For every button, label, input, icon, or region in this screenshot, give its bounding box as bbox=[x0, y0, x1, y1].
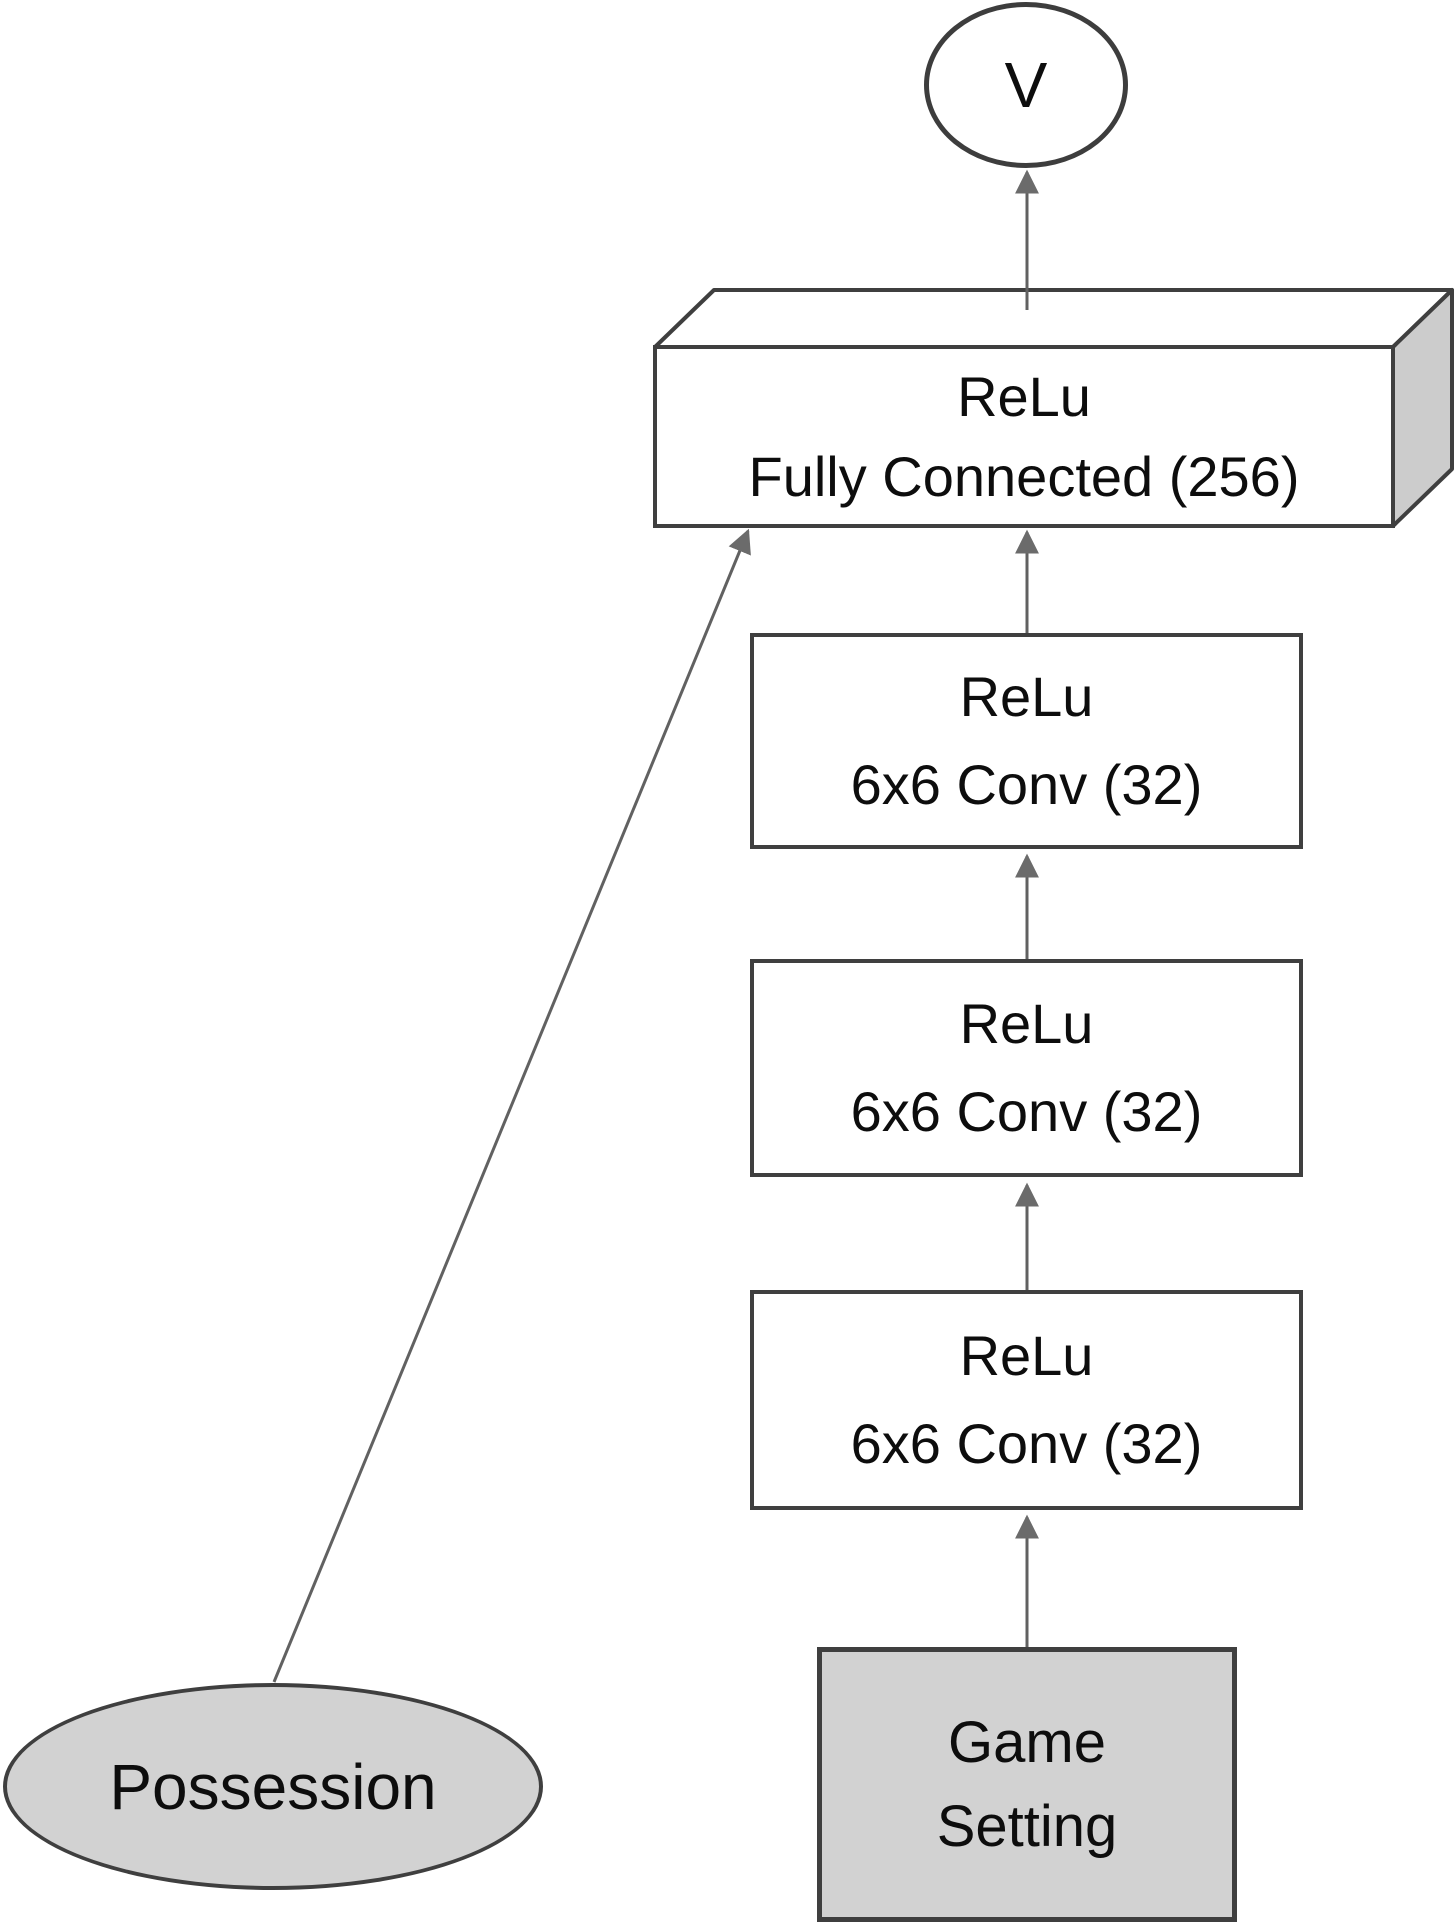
conv1-activation-label: ReLu bbox=[959, 665, 1094, 728]
conv1-layer-label: 6x6 Conv (32) bbox=[850, 753, 1203, 816]
game-setting-label-line1: Game bbox=[948, 1709, 1106, 1775]
conv2-activation-label: ReLu bbox=[959, 992, 1094, 1055]
fc-layer-label: Fully Connected (256) bbox=[748, 444, 1300, 508]
fc-activation-label: ReLu bbox=[957, 364, 1091, 428]
fc-cube-side-face bbox=[1391, 288, 1454, 528]
game-setting-input-box: Game Setting bbox=[817, 1647, 1237, 1922]
conv3-layer-label: 6x6 Conv (32) bbox=[850, 1412, 1203, 1475]
conv-layer-box-1: ReLu 6x6 Conv (32) bbox=[750, 633, 1303, 849]
fc-cube-top-face bbox=[653, 288, 1454, 349]
conv3-activation-label: ReLu bbox=[959, 1324, 1094, 1387]
possession-input-ellipse: Possession bbox=[3, 1683, 543, 1890]
conv-layer-box-2: ReLu 6x6 Conv (32) bbox=[750, 959, 1303, 1177]
value-output-node: V bbox=[924, 2, 1128, 168]
game-setting-label-line2: Setting bbox=[936, 1793, 1118, 1859]
conv2-layer-label: 6x6 Conv (32) bbox=[850, 1080, 1203, 1143]
conv-layer-box-3: ReLu 6x6 Conv (32) bbox=[750, 1290, 1303, 1510]
arrow-possession-to-fc bbox=[272, 528, 751, 1683]
fully-connected-layer: ReLu Fully Connected (256) bbox=[655, 347, 1393, 526]
value-output-label: V bbox=[1004, 49, 1048, 121]
possession-label: Possession bbox=[109, 1750, 437, 1823]
